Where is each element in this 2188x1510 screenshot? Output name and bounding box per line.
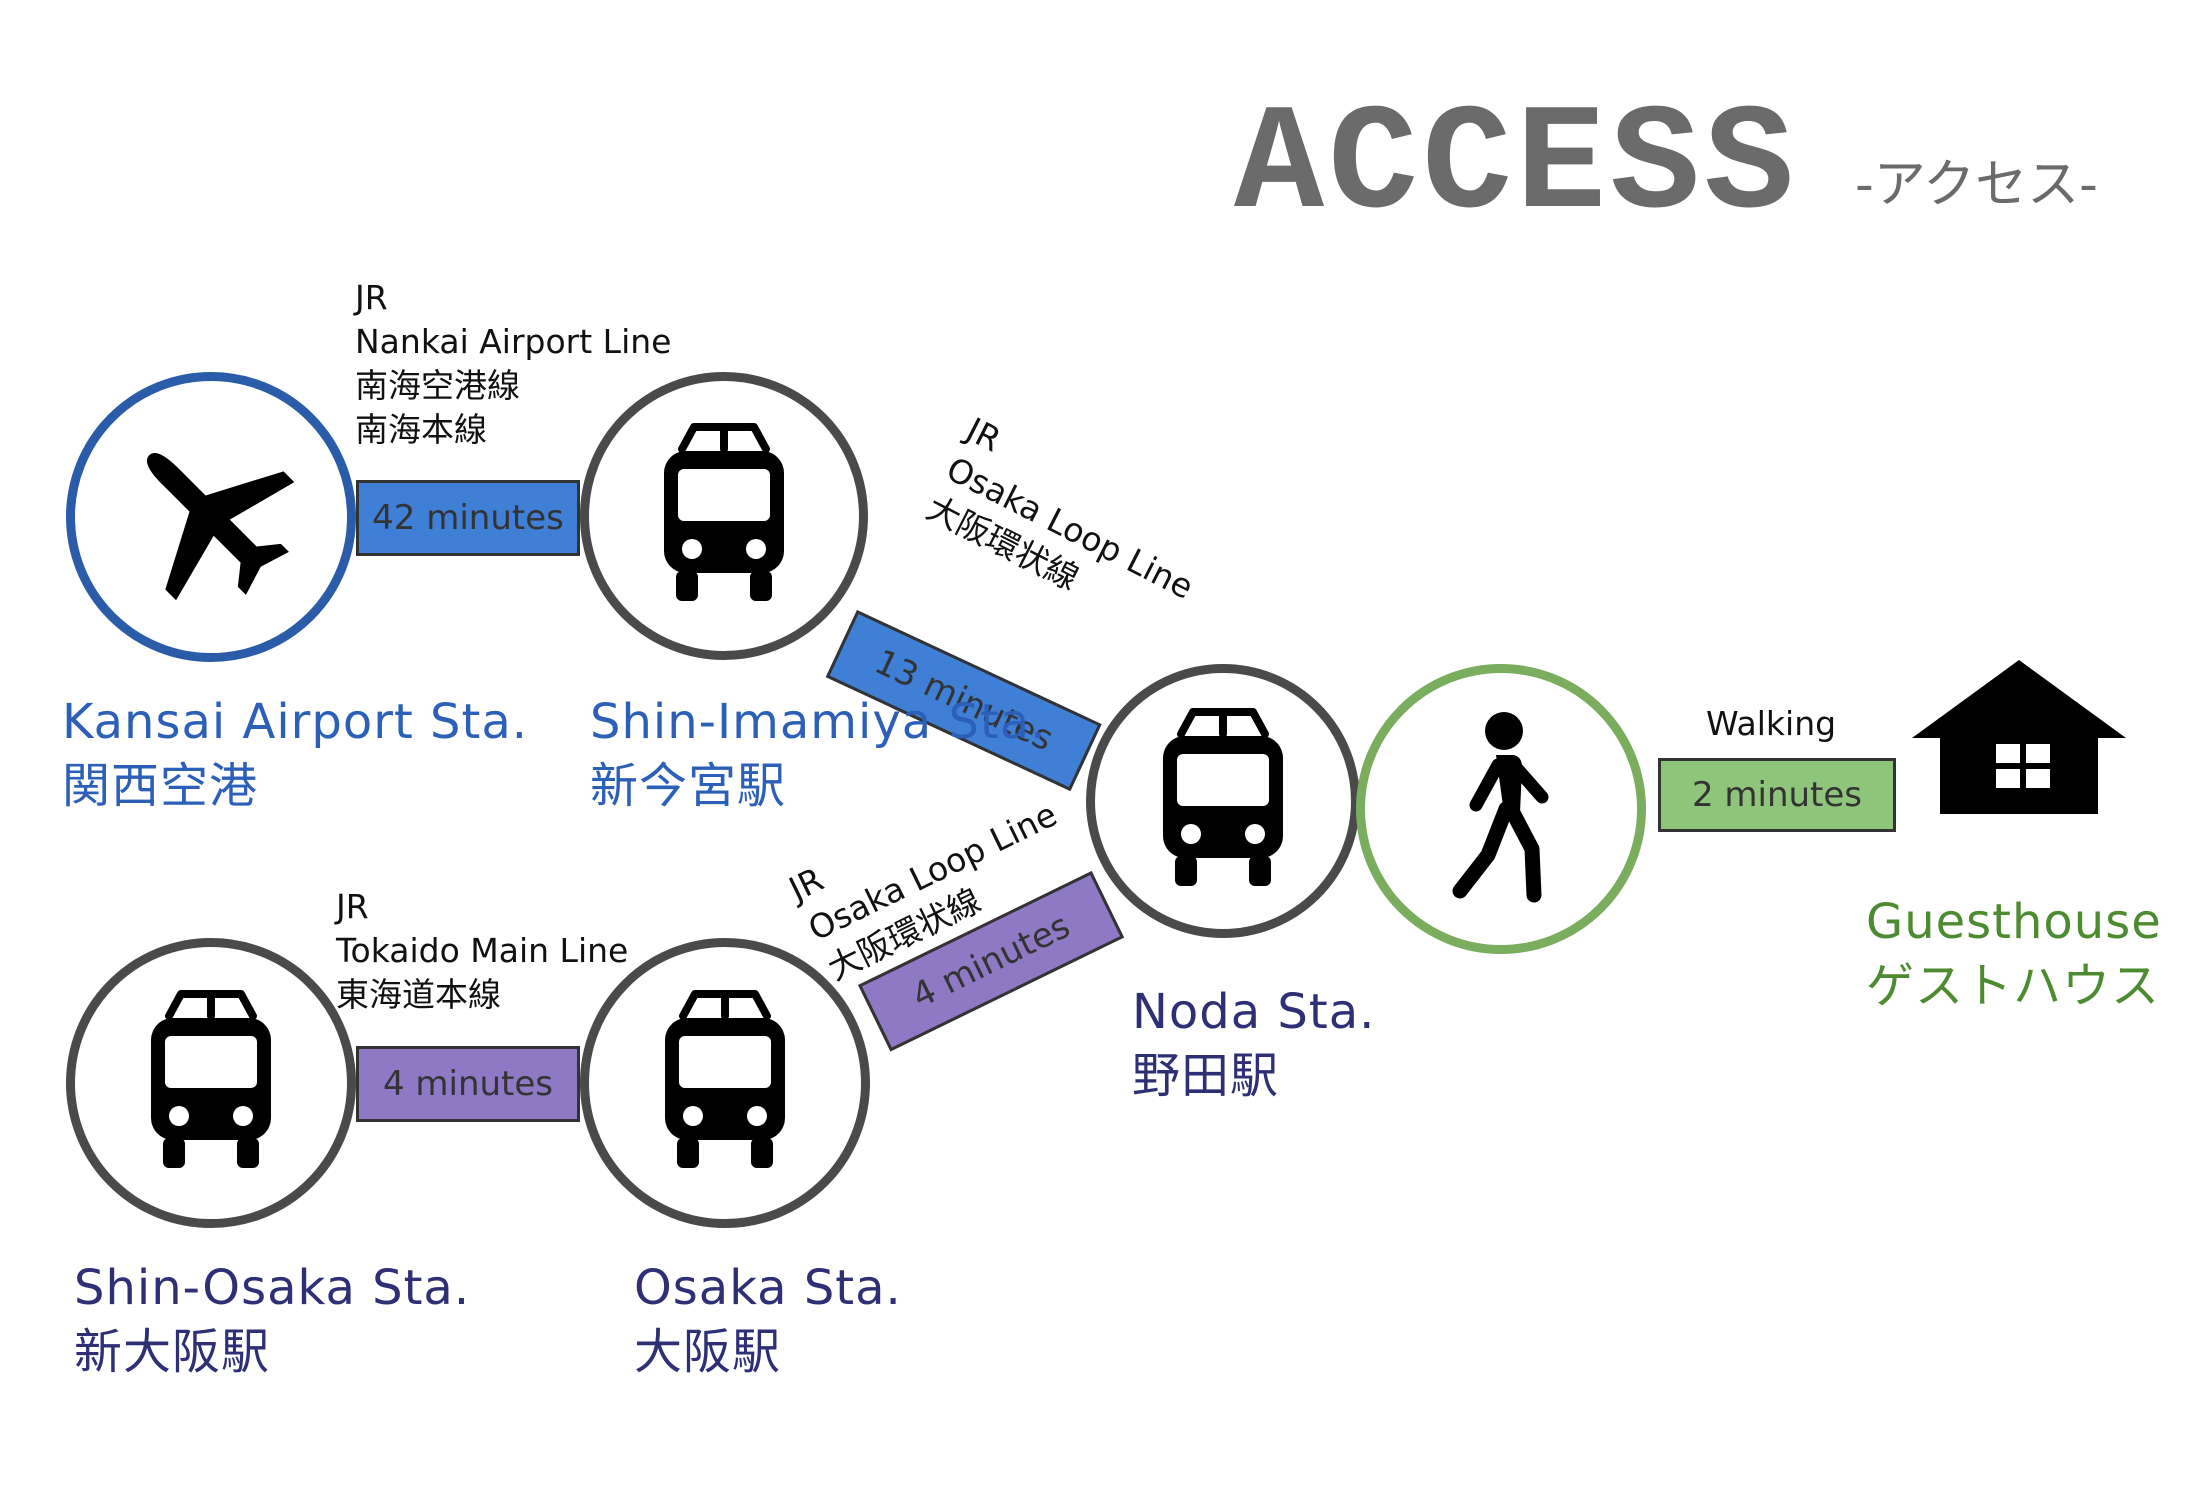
walking-node	[1356, 664, 1646, 954]
station-name-en: Osaka Sta.	[634, 1260, 902, 1316]
route-line-name-jp: 南海空港線	[355, 366, 520, 405]
station-name-en: Shin-Imamiya Sta.	[590, 694, 1047, 750]
noda-node	[1086, 664, 1360, 938]
page-subtitle: -アクセス-	[1855, 155, 2098, 215]
route-lines-shin-imamiya-noda: JR Osaka Loop Line 大阪環状線	[919, 408, 1220, 649]
route-line-operator: JR	[355, 278, 388, 317]
station-label-guesthouse: Guesthouse ゲストハウス	[1866, 890, 2162, 1018]
route-time-label: 2 minutes	[1691, 775, 1863, 815]
station-name-en: Kansai Airport Sta.	[62, 694, 528, 750]
route-time-bar-walk-guesthouse: 2 minutes	[1658, 758, 1896, 832]
station-label-shin-osaka: Shin-Osaka Sta. 新大阪駅	[74, 1256, 470, 1384]
station-name-jp: 関西空港	[62, 758, 259, 814]
station-name-jp: 野田駅	[1132, 1048, 1280, 1104]
route-time-label: 4 minutes	[382, 1064, 554, 1104]
train-icon	[665, 990, 785, 1168]
station-name-jp: 大阪駅	[634, 1324, 782, 1380]
station-label-kansai: Kansai Airport Sta. 関西空港	[62, 690, 528, 818]
train-icon	[664, 423, 784, 601]
osaka-node	[580, 938, 870, 1228]
route-line-walking: Walking	[1706, 704, 1837, 743]
route-line-name-jp: 東海道本線	[336, 975, 501, 1014]
airplane-icon	[146, 452, 295, 601]
route-time-bar-kansai-shin-imamiya: 42 minutes	[356, 480, 580, 556]
walking-person-icon	[1452, 712, 1549, 903]
route-time-label: 42 minutes	[372, 498, 564, 538]
station-name-en: Noda Sta.	[1132, 984, 1376, 1040]
train-icon	[151, 990, 271, 1168]
station-label-osaka: Osaka Sta. 大阪駅	[634, 1256, 902, 1384]
route-lines-kansai-shin-imamiya: JR Nankai Airport Line 南海空港線 南海本線	[355, 276, 671, 452]
shin-imamiya-node	[580, 372, 868, 660]
shin-osaka-node	[66, 938, 356, 1228]
route-line-name: Tokaido Main Line	[336, 931, 629, 970]
train-icon	[1163, 708, 1283, 886]
page-title: ACCESS	[1234, 82, 1799, 252]
route-line-name: Nankai Airport Line	[355, 322, 672, 361]
route-line-name-jp: 南海本線	[355, 410, 487, 449]
route-line-operator: JR	[336, 887, 369, 926]
station-name-en: Guesthouse	[1866, 894, 2162, 950]
station-name-jp: 新今宮駅	[590, 758, 787, 814]
house-icon	[1912, 660, 2126, 814]
kansai-airport-node	[66, 372, 356, 662]
station-label-noda: Noda Sta. 野田駅	[1132, 980, 1375, 1108]
station-name-jp: 新大阪駅	[74, 1324, 271, 1380]
station-name-en: Shin-Osaka Sta.	[74, 1260, 471, 1316]
route-lines-walk: Walking	[1706, 702, 1836, 746]
route-lines-shin-osaka-osaka: JR Tokaido Main Line 東海道本線	[336, 885, 628, 1017]
station-label-shin-imamiya: Shin-Imamiya Sta. 新今宮駅	[590, 690, 1046, 818]
station-name-jp: ゲストハウス	[1866, 958, 2161, 1014]
route-time-bar-shin-osaka-osaka: 4 minutes	[356, 1046, 580, 1122]
